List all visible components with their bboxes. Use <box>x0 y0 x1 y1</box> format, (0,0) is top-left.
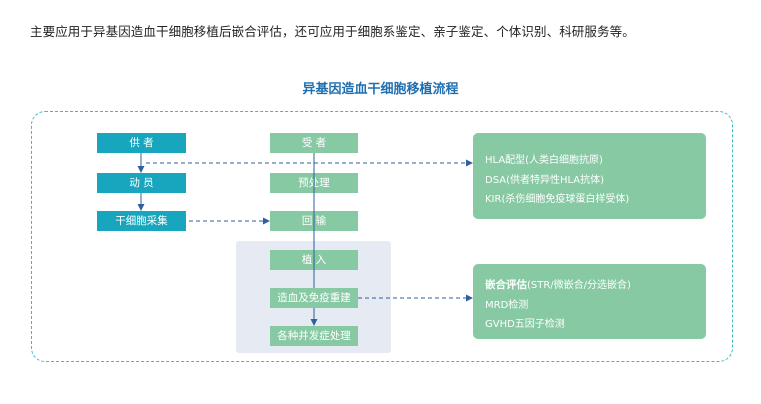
complications-box: 各种并发症处理 <box>270 326 358 346</box>
donor-box: 供 者 <box>97 133 186 153</box>
chimerism-heading: 嵌合评估(STR/微嵌合/分选嵌合) <box>485 276 631 292</box>
pretransplant-tests-box: HLA配型(人类白细胞抗原) DSA(供者特异性HLA抗体) KIR(杀伤细胞免… <box>473 133 706 219</box>
stem-cell-collection-box: 干细胞采集 <box>97 211 186 231</box>
mrd-text: MRD检测 <box>485 300 529 311</box>
posttransplant-tests-box: 嵌合评估(STR/微嵌合/分选嵌合) MRD检测 GVHD五因子检测 <box>473 264 706 339</box>
intro-text: 主要应用于异基因造血干细胞移植后嵌合评估，还可应用于细胞系鉴定、亲子鉴定、个体识… <box>30 24 635 39</box>
chimerism-methods: (STR/微嵌合/分选嵌合) <box>527 280 631 291</box>
diagram-frame <box>31 111 733 362</box>
diagram-title: 异基因造血干细胞移植流程 <box>302 82 459 97</box>
dsa-text: DSA(供者特异性HLA抗体) <box>485 175 605 186</box>
kir-text: KIR(杀伤细胞免疫球蛋白样受体) <box>485 194 630 205</box>
gvhd-text: GVHD五因子检测 <box>485 319 565 330</box>
reconstitution-box: 造血及免疫重建 <box>270 288 358 308</box>
chimerism-label: 嵌合评估 <box>485 279 527 291</box>
mobilization-box: 动 员 <box>97 173 186 193</box>
recipient-box: 受 者 <box>270 133 358 153</box>
hla-typing-text: HLA配型(人类白细胞抗原) <box>485 155 603 166</box>
